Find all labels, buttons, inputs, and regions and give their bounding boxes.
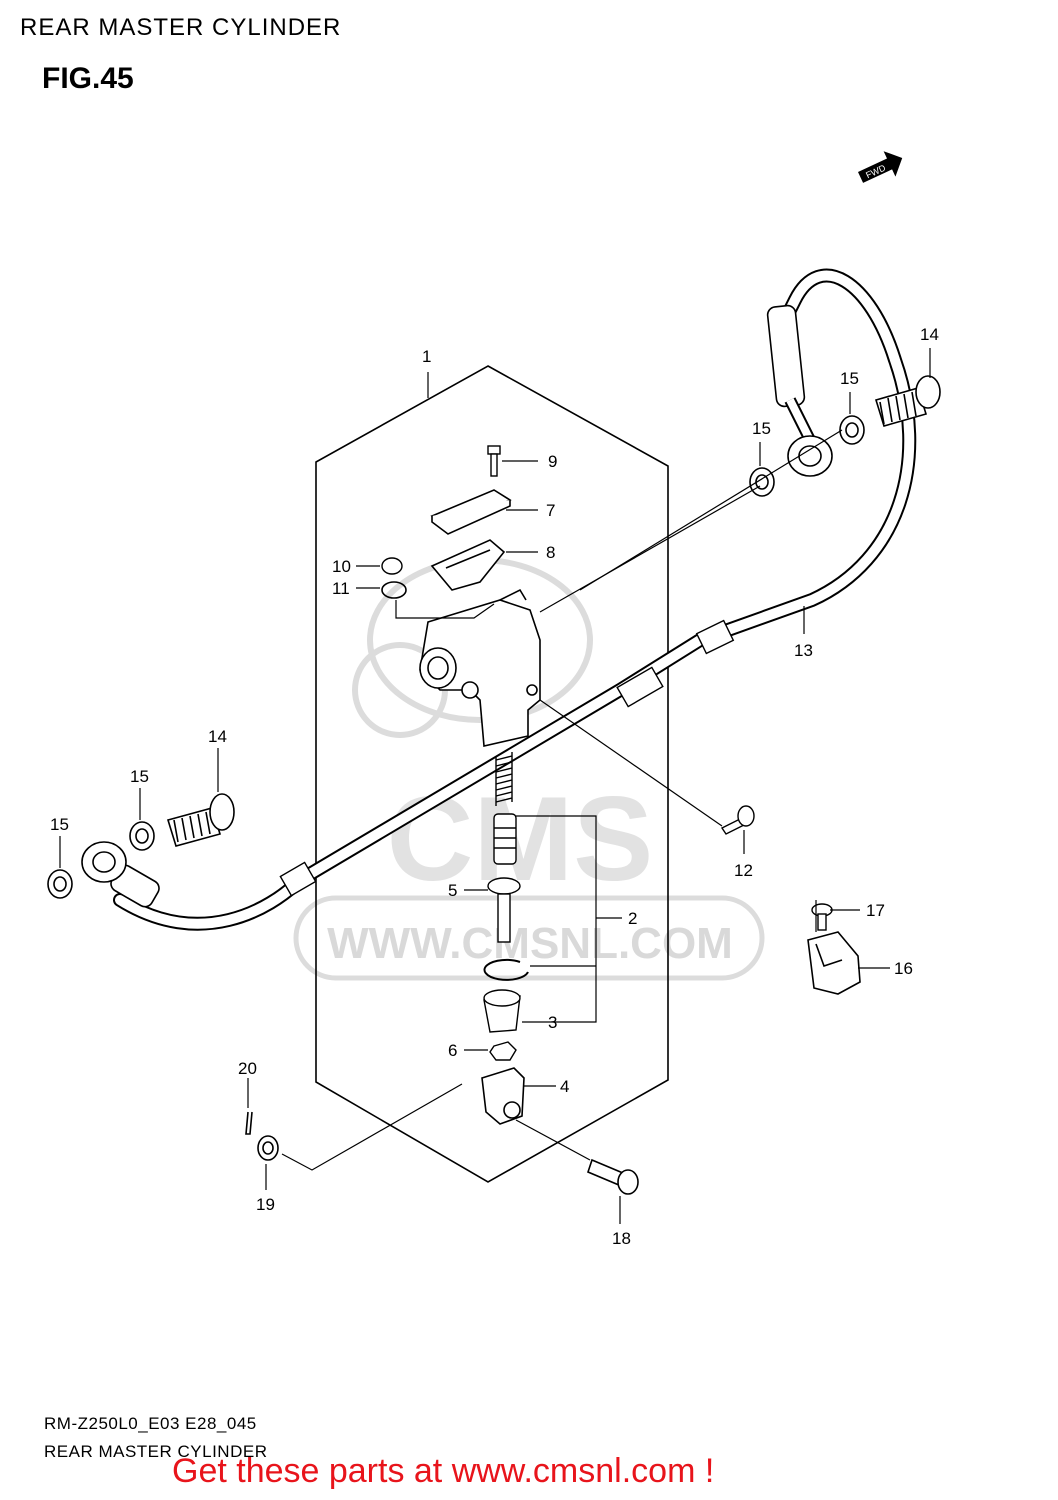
callout-6: 6 xyxy=(448,1041,457,1060)
cap-screw xyxy=(487,445,501,477)
watermark-url: WWW.CMSNL.COM xyxy=(327,919,733,968)
hose-banjo-fitting-bottom xyxy=(81,841,127,883)
callout-19: 19 xyxy=(256,1195,275,1214)
hose-banjo-fitting-top xyxy=(787,435,833,477)
o-ring xyxy=(381,581,407,599)
clevis-pin xyxy=(587,1158,639,1195)
callout-3: 3 xyxy=(548,1013,557,1032)
callout-16: 16 xyxy=(894,959,913,978)
union-bolt-bottom xyxy=(166,793,235,847)
diagram-code: RM-Z250L0_E03 E28_045 xyxy=(44,1414,257,1433)
callout-13: 13 xyxy=(794,641,813,660)
leader-lines xyxy=(59,348,931,1224)
push-rod xyxy=(487,877,521,943)
cotter-pin xyxy=(245,1111,253,1135)
master-cylinder-body xyxy=(419,588,541,747)
piston-spring xyxy=(495,752,513,806)
brake-hose xyxy=(110,268,917,931)
callout-4: 4 xyxy=(560,1077,569,1096)
callout-18: 18 xyxy=(612,1229,631,1248)
nut xyxy=(489,1041,517,1061)
callout-14-bottom: 14 xyxy=(208,727,227,746)
callout-20: 20 xyxy=(238,1059,257,1078)
hose-connector xyxy=(381,557,403,575)
boot xyxy=(483,989,521,1033)
reservoir-diaphragm xyxy=(430,539,506,591)
callout-2: 2 xyxy=(628,909,637,928)
clamp-screw xyxy=(811,903,833,931)
callout-11: 11 xyxy=(332,579,350,598)
callout-14-top: 14 xyxy=(920,325,939,344)
fwd-arrow-icon: FWD xyxy=(858,151,903,183)
callout-10: 10 xyxy=(332,557,351,576)
callout-15-b: 15 xyxy=(752,419,771,438)
callout-15-d: 15 xyxy=(50,815,69,834)
callout-7: 7 xyxy=(546,501,555,520)
callout-8: 8 xyxy=(546,543,555,562)
callout-1: 1 xyxy=(422,347,431,366)
clevis-joint xyxy=(481,1067,525,1125)
callout-12: 12 xyxy=(734,861,753,880)
footer-title: REAR MASTER CYLINDER xyxy=(44,1442,268,1461)
assembly-outline xyxy=(315,365,669,1183)
gasket-washers xyxy=(47,415,865,1161)
circlip xyxy=(483,958,529,981)
callout-15-c: 15 xyxy=(130,767,149,786)
callout-9: 9 xyxy=(548,452,557,471)
mounting-bolt xyxy=(720,805,755,835)
union-bolt-top xyxy=(874,375,941,427)
figure-label: FIG.45 xyxy=(42,62,134,95)
reservoir-cap xyxy=(430,489,512,535)
promo-link[interactable]: Get these parts at www.cmsnl.com ! xyxy=(172,1452,715,1490)
callout-15-a: 15 xyxy=(840,369,859,388)
hose-clamp xyxy=(807,931,861,995)
callout-5: 5 xyxy=(448,881,457,900)
piston xyxy=(493,813,517,865)
callout-labels: 1 2 3 4 5 6 7 8 9 10 11 12 13 14 14 15 1… xyxy=(50,325,939,1248)
page-title: REAR MASTER CYLINDER xyxy=(20,14,342,41)
callout-17: 17 xyxy=(866,901,885,920)
